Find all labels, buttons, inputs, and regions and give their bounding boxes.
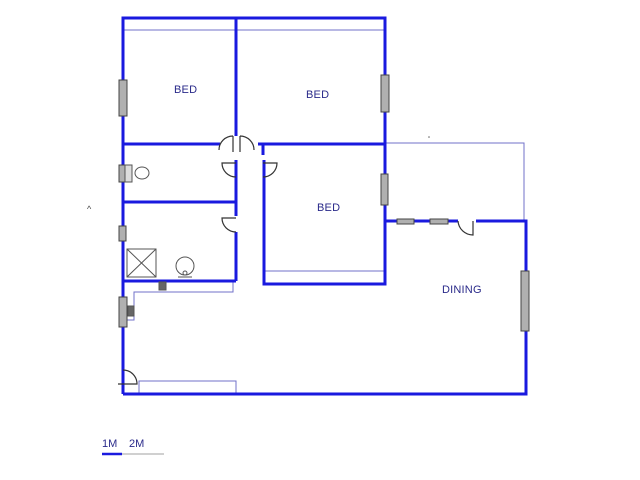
window-icon (118, 225, 127, 242)
appliance-icon (127, 305, 135, 317)
room-label-bed-3: BED (317, 202, 341, 214)
room-label-dining: DINING (442, 284, 482, 296)
fixtures (124, 164, 195, 317)
room-label-bed-2: BED (306, 89, 330, 101)
shower-icon (126, 248, 157, 278)
window-icon (380, 74, 390, 113)
walls (121, 16, 528, 396)
window-icon (396, 218, 415, 225)
door-icon (239, 135, 255, 152)
basin-icon (175, 256, 195, 278)
compass-mark: ^ (87, 204, 92, 214)
door-icon (221, 162, 237, 178)
door-icon (262, 162, 278, 178)
window-icon (429, 218, 449, 225)
door-icon (457, 220, 474, 236)
appliance-icon (158, 281, 167, 291)
door-icon (118, 369, 138, 385)
room-label-bed-1: BED (174, 84, 198, 96)
scale-label-1m: 1M (102, 438, 118, 450)
window-icon (118, 164, 126, 183)
scale-label-2m: 2M (129, 438, 145, 450)
toilet-icon (124, 164, 150, 183)
door-icon (218, 135, 234, 152)
window-icon (118, 79, 128, 117)
window-icon (520, 270, 530, 332)
windows (118, 74, 530, 332)
window-icon (118, 296, 128, 328)
doors (118, 135, 474, 385)
window-icon (380, 173, 389, 206)
door-icon (221, 217, 237, 233)
